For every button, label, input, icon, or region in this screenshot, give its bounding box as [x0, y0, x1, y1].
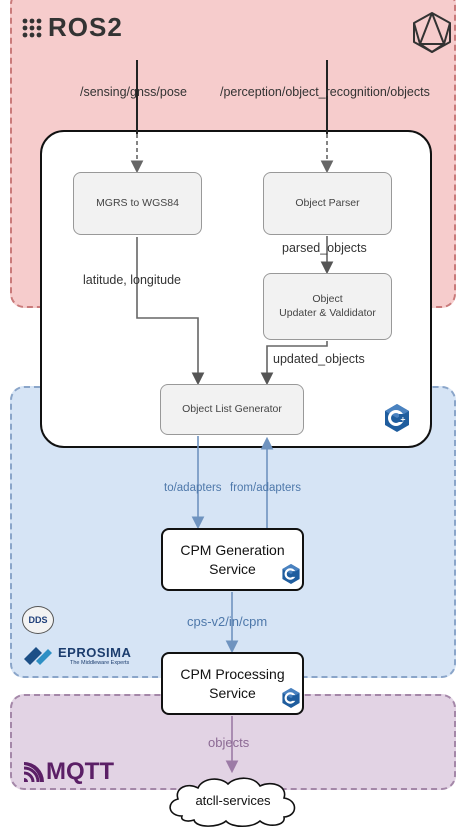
from-adapters-label: from/adapters — [230, 482, 301, 494]
mgrs-to-wgs84-node: MGRS to WGS84 — [73, 172, 202, 235]
eprosima-logo: EPROSIMA The Middleware Experts — [22, 641, 131, 669]
updated-objects-label: updated_objects — [273, 352, 365, 366]
eprosima-tagline: The Middleware Experts — [70, 659, 130, 666]
cpp-logo-icon: + — [385, 404, 409, 432]
mgrs-node-label: MGRS to WGS84 — [96, 196, 179, 209]
ros-dots-icon — [22, 18, 42, 37]
dds-badge: DDS — [22, 606, 54, 634]
sensing-topic-label: /sensing/gnss/pose — [80, 85, 188, 99]
to-adapters-label: to/adapters — [164, 482, 222, 494]
cpm-processing-service: CPM Processing Service — [161, 652, 304, 715]
updater-node-label-1: Object — [312, 292, 343, 305]
object-updater-validator-node: Object Updater & Valdidator — [263, 273, 392, 340]
cps-topic-label: cps-v2/in/cpm — [187, 614, 268, 629]
cloud-shape — [169, 777, 296, 828]
ros2-logo-text: ROS2 — [48, 12, 123, 42]
dds-badge-text: DDS — [28, 615, 48, 625]
parser-node-label: Object Parser — [295, 196, 360, 209]
mqtt-waves-icon — [23, 762, 44, 782]
list-generator-label: Object List Generator — [182, 402, 282, 415]
updater-node-label-2: Updater & Valdidator — [279, 306, 376, 319]
mqtt-objects-label: objects — [208, 735, 250, 750]
cpm-generation-service: CPM Generation Service — [161, 528, 304, 591]
polyhedron-icon — [413, 12, 451, 53]
perception-topic-label: /perception/object_recognition/objects — [220, 85, 430, 99]
cpp-logo-icon — [282, 688, 300, 708]
cloud-label: atcll-services — [195, 793, 271, 808]
object-list-generator-node: Object List Generator — [160, 384, 304, 435]
lat-lon-edge — [136, 237, 205, 386]
mqtt-logo: MQTT — [22, 758, 114, 786]
svg-text:+: + — [400, 416, 406, 424]
parsed-objects-label: parsed_objects — [282, 241, 367, 255]
lat-lon-label: latitude, longitude — [83, 273, 181, 287]
mqtt-logo-text: MQTT — [46, 758, 114, 785]
updated-objects-edge — [260, 341, 328, 386]
processing-label-2: Service — [209, 684, 256, 701]
eprosima-mark-icon — [24, 647, 52, 665]
ros2-logo: ROS2 — [22, 12, 123, 43]
eprosima-name: EPROSIMA — [58, 644, 132, 660]
generation-label-2: Service — [209, 560, 256, 577]
processing-label-1: CPM Processing — [180, 665, 285, 682]
generation-label-1: CPM Generation — [180, 541, 285, 558]
cpp-logo-icon — [282, 564, 300, 584]
object-parser-node: Object Parser — [263, 172, 392, 235]
